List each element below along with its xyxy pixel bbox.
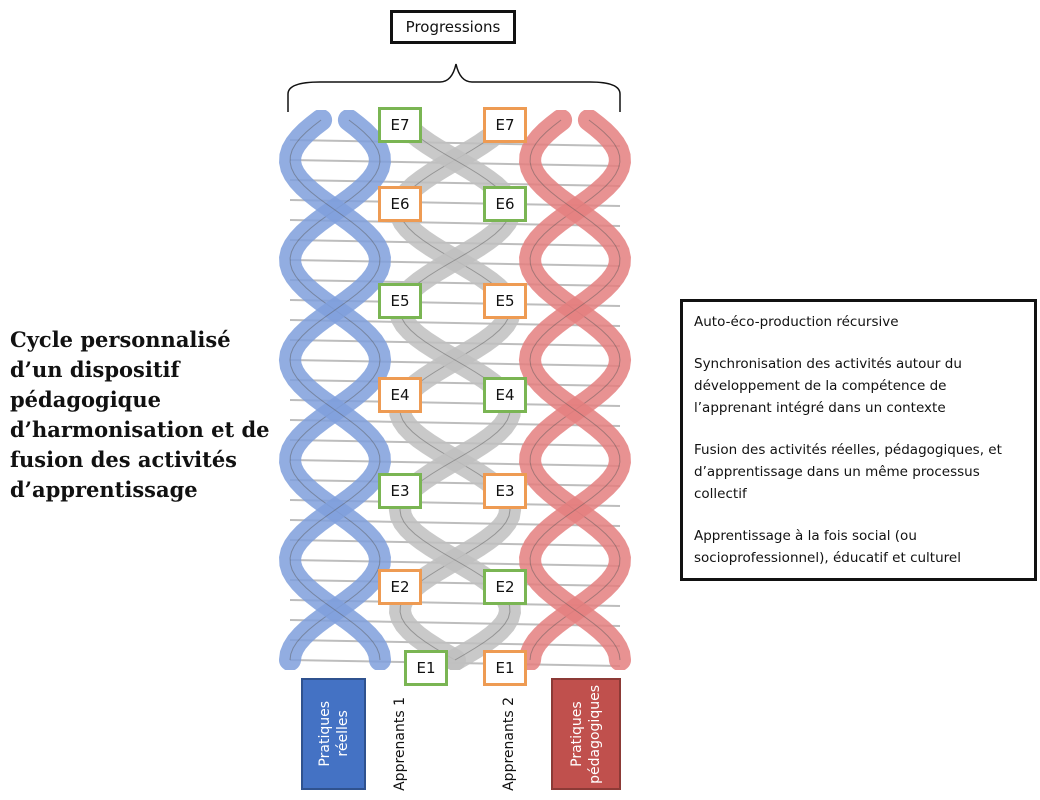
helix-rung xyxy=(289,279,621,287)
label-apprenants-2: Apprenants 2 xyxy=(496,688,522,800)
helix-strands xyxy=(278,110,632,670)
stage-left-e1: E1 xyxy=(404,650,448,686)
progressions-title: Progressions xyxy=(405,18,501,36)
progressions-brace xyxy=(287,63,621,112)
label-pratiques-pedagogiques: Pratiques pédagogiques xyxy=(551,678,621,790)
stage-right-e5: E5 xyxy=(483,283,527,319)
stage-right-e6: E6 xyxy=(483,186,527,222)
description-item-4: Apprentissage à la fois social (ou socio… xyxy=(694,528,961,566)
strand-red-b-edge xyxy=(529,119,621,661)
helix-rung xyxy=(289,439,621,447)
stage-left-e7: E7 xyxy=(378,107,422,143)
description-box: Auto-éco-production récursive Synchronis… xyxy=(680,299,1037,581)
description-item-2: Synchronisation des activités autour du … xyxy=(694,356,962,416)
helix-rung xyxy=(289,579,621,587)
label-pratiques-pedagogiques-text: Pratiques pédagogiques xyxy=(569,684,603,784)
stage-left-e4: E4 xyxy=(378,377,422,413)
strand-blue-b-edge xyxy=(289,119,381,661)
description-item-3: Fusion des activités réelles, pédagogiqu… xyxy=(694,442,1002,502)
description-item-1: Auto-éco-production récursive xyxy=(694,314,899,330)
helix-rung xyxy=(289,339,621,347)
strand-red-b xyxy=(518,110,631,670)
label-pratiques-reelles: Pratiques réelles xyxy=(301,678,366,790)
helix-rung xyxy=(289,139,621,147)
label-apprenants-1-text: Apprenants 1 xyxy=(392,697,408,791)
stage-right-e3: E3 xyxy=(483,473,527,509)
stage-right-e4: E4 xyxy=(483,377,527,413)
stage-right-e2: E2 xyxy=(483,569,527,605)
helix-rung xyxy=(289,239,621,247)
label-apprenants-1: Apprenants 1 xyxy=(387,688,413,800)
stage-left-e6: E6 xyxy=(378,186,422,222)
stage-left-e2: E2 xyxy=(378,569,422,605)
helix-rung xyxy=(289,479,621,487)
progressions-title-box: Progressions xyxy=(390,10,516,44)
stage-right-e1: E1 xyxy=(483,650,527,686)
helix-rung xyxy=(289,179,621,187)
helix-rung xyxy=(289,639,621,647)
helix-rung xyxy=(289,379,621,387)
label-apprenants-2-text: Apprenants 2 xyxy=(501,697,517,791)
stage-left-e5: E5 xyxy=(378,283,422,319)
dna-helix-diagram xyxy=(278,110,632,670)
stage-right-e7: E7 xyxy=(483,107,527,143)
strand-blue-b xyxy=(278,110,391,670)
label-pratiques-reelles-text: Pratiques réelles xyxy=(316,701,351,767)
diagram-title: Cycle personnalisé d’un dispositif pédag… xyxy=(10,327,270,502)
helix-rung xyxy=(289,539,621,547)
stage-left-e3: E3 xyxy=(378,473,422,509)
